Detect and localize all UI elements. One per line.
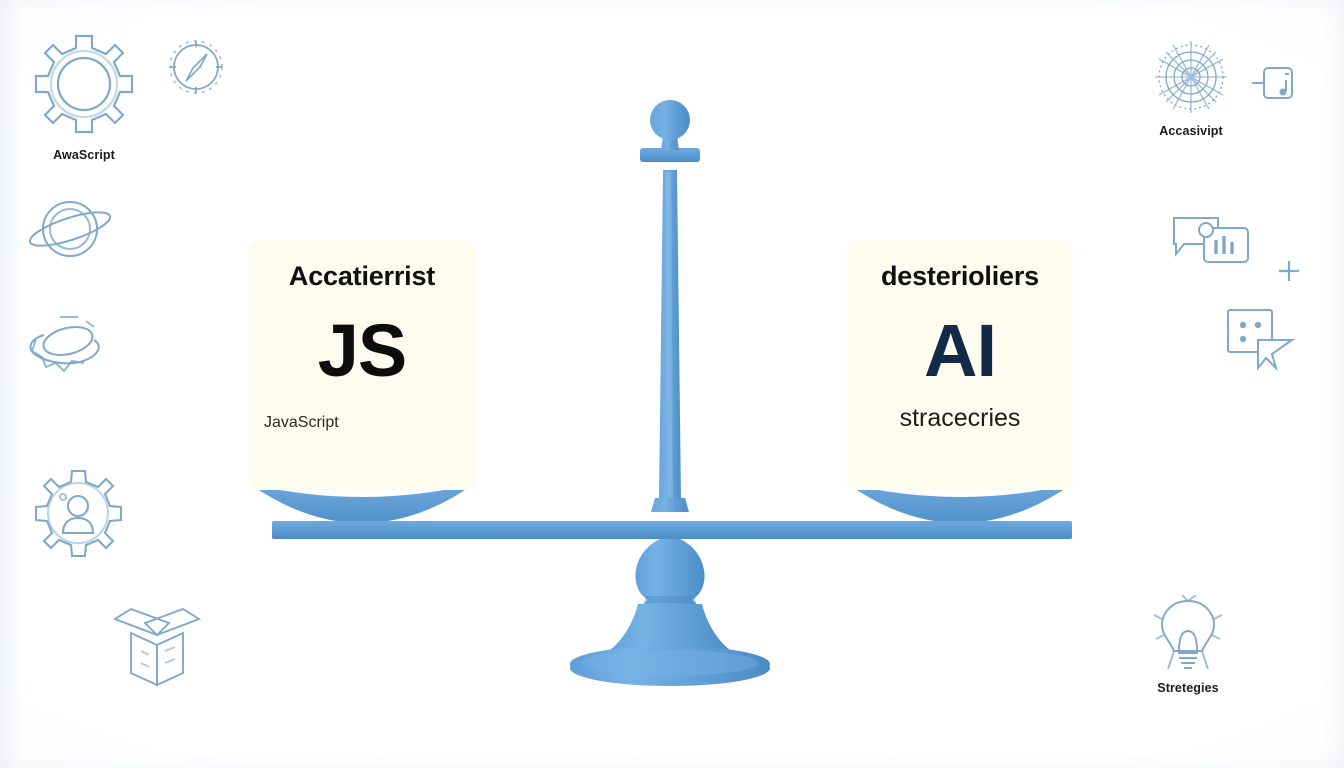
scale-collar: [651, 498, 689, 512]
user-gear-icon: [34, 469, 123, 558]
decoration-chat-chart: [1168, 212, 1254, 278]
decoration-compass: [165, 36, 227, 98]
card-left-symbol: JS: [317, 308, 408, 392]
open-box-icon: [112, 607, 202, 687]
scale-pedestal-ring: [644, 596, 696, 603]
scale-pan-right-inner: [848, 484, 1072, 523]
scale-pedestal-foot: [604, 604, 736, 654]
decoration-gear-large: AwaScript: [28, 28, 140, 162]
chat-chart-icon: [1173, 217, 1249, 263]
gear-icon: [34, 34, 134, 134]
decoration-node-block: [1248, 60, 1300, 112]
scale-top-crossbar: [640, 148, 700, 162]
neural-network-icon: [1155, 41, 1227, 113]
decoration-planet: [24, 190, 116, 268]
decoration-label-awascript: AwaScript: [53, 148, 115, 162]
decoration-neural-web: Accasivipt: [1152, 38, 1230, 138]
plus-icon: [1279, 261, 1299, 281]
decoration-lightbulb: Stretegies: [1152, 595, 1224, 695]
node-block-icon: [1252, 67, 1293, 99]
card-left-subtitle: JavaScript: [264, 413, 339, 431]
decoration-dice-cursor: [1224, 306, 1298, 372]
orbit-icon: [29, 316, 100, 373]
scale-beam: [272, 521, 1072, 539]
card-right-title: desterioliers: [881, 261, 1039, 291]
planet-icon: [28, 201, 112, 257]
decoration-label-stretegies: Stretegies: [1157, 681, 1219, 695]
card-right-subtitle: stracecries: [899, 403, 1021, 432]
card-left-title: Accatierrist: [288, 261, 436, 291]
decoration-open-box: [105, 605, 209, 691]
lightbulb-icon: [1153, 595, 1223, 670]
scale-column-highlight: [666, 172, 673, 498]
card-javascript[interactable]: Accatierrist JS JavaScript: [249, 240, 475, 490]
decoration-user-gear: [30, 465, 126, 561]
card-ai[interactable]: desterioliers AI stracecries: [847, 240, 1073, 490]
dice-cursor-icon: [1227, 309, 1296, 372]
scale-base-plate-top: [570, 646, 770, 682]
scale-pan-left-inner: [250, 484, 474, 523]
decoration-plus: [1276, 258, 1302, 284]
decoration-orbit: [20, 305, 112, 387]
scale-finial-knob: [650, 100, 690, 140]
scale-pedestal-bulb: [634, 539, 706, 620]
card-right-symbol: AI: [924, 308, 997, 392]
scale-base-plate-highlight: [582, 650, 758, 676]
decoration-label-accasivipt: Accasivipt: [1159, 124, 1223, 138]
compass-icon: [169, 40, 223, 94]
